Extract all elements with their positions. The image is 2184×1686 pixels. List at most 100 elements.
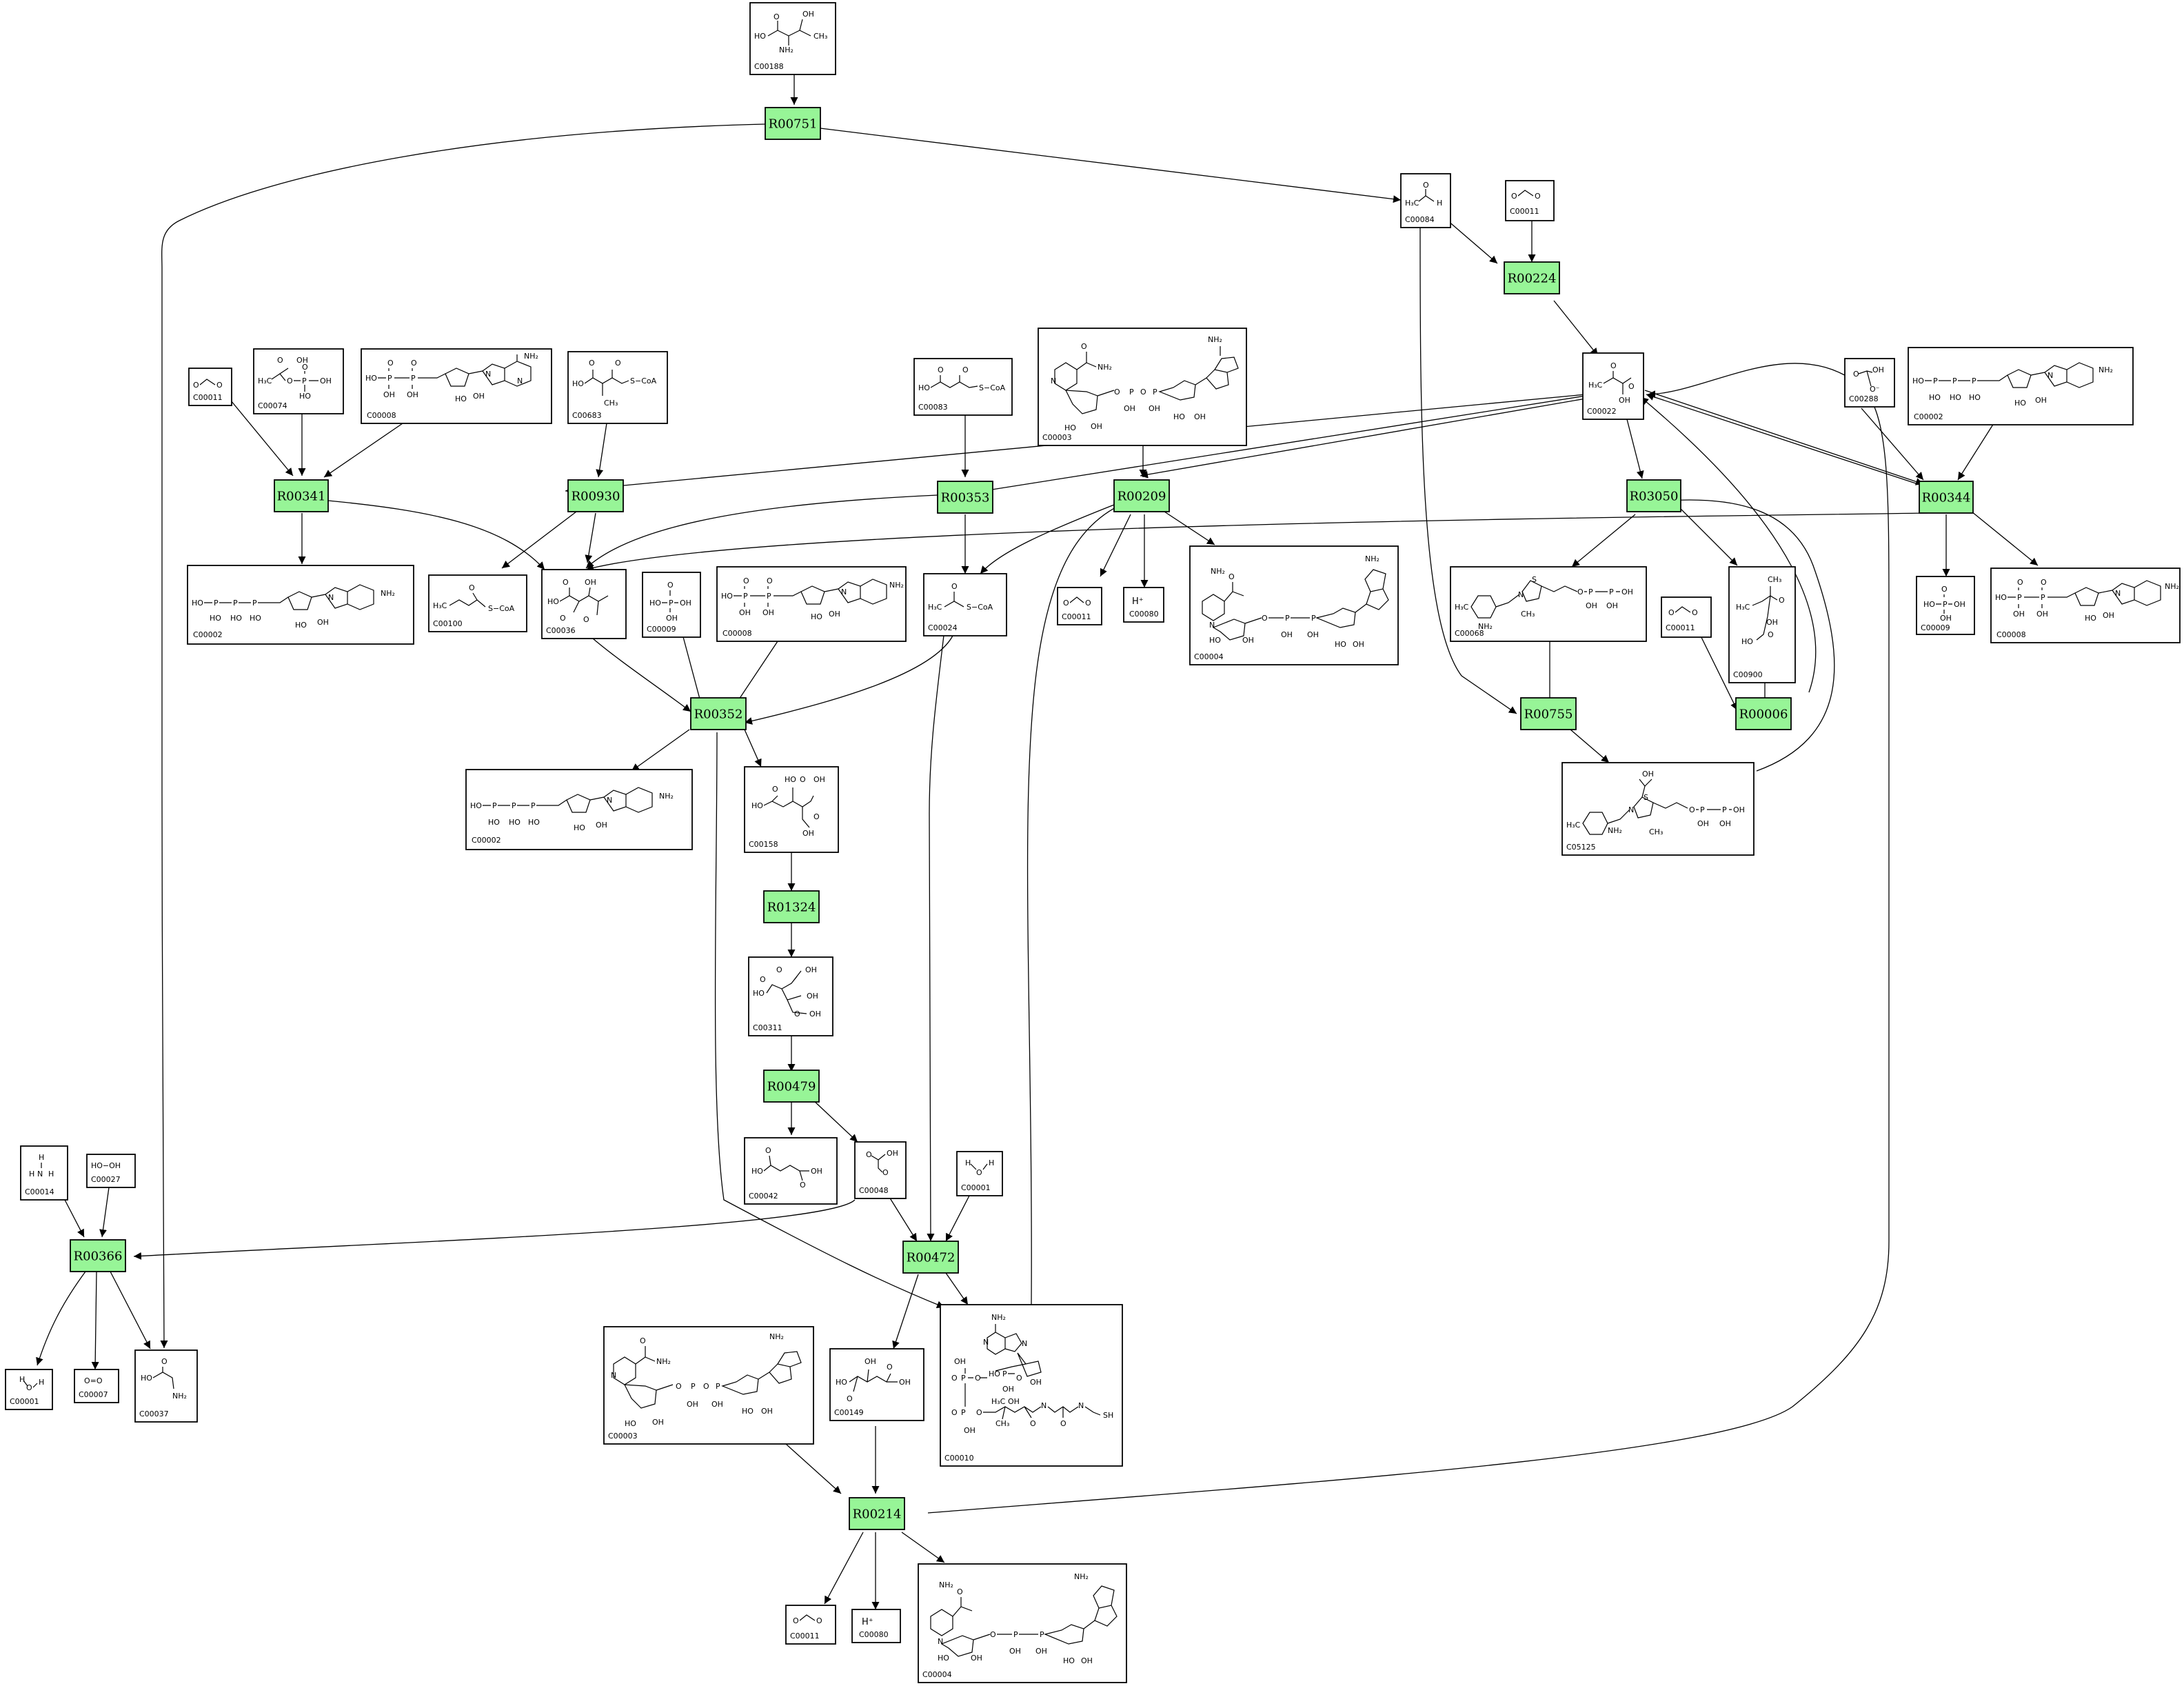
svg-text:HO: HO <box>1209 636 1221 645</box>
reaction-node-R00751[interactable]: R00751 <box>765 107 821 140</box>
compound-node-n22[interactable]: H₃C NH₂ N S CH₃ O P P OH OH OH C00068 <box>1450 566 1647 642</box>
compound-node-n36[interactable]: H H O C00001 <box>5 1369 53 1410</box>
svg-text:OH: OH <box>809 1010 821 1018</box>
compound-node-n41[interactable]: NH₂ N N OH O P O HO P O OH OH O P O OH H… <box>940 1304 1123 1467</box>
compound-node-n1[interactable]: HO O OH NH₂ CH₃ C00188 <box>749 2 836 75</box>
svg-text:P: P <box>492 801 497 810</box>
svg-text:R00755: R00755 <box>1524 707 1573 722</box>
compound-node-n19[interactable]: O O C00011 <box>1057 587 1102 625</box>
svg-text:HO: HO <box>2014 399 2026 408</box>
compound-node-n44[interactable]: O NH₂ N HO OH O P P OH OH HO OH NH₂ C000… <box>918 1563 1127 1683</box>
svg-text:OH: OH <box>762 608 774 617</box>
svg-text:OH: OH <box>813 775 825 784</box>
compound-node-n33[interactable]: HO O OH O C00042 <box>744 1137 838 1205</box>
svg-text:O: O <box>887 1363 893 1372</box>
svg-text:O: O <box>615 359 621 368</box>
svg-text:P: P <box>1013 1630 1018 1639</box>
compound-node-n13[interactable]: HO P P P HO HO HO HO OH N NH₂ C00002 <box>187 565 414 645</box>
reaction-node-R00755[interactable]: R00755 <box>1520 697 1577 730</box>
compound-node-n43[interactable]: H⁺ C00080 <box>851 1609 901 1643</box>
svg-text:HO: HO <box>1929 393 1941 402</box>
svg-text:O: O <box>277 356 283 365</box>
compound-label: C00288 <box>1849 394 1879 403</box>
compound-label: C00014 <box>25 1187 54 1196</box>
svg-text:O: O <box>216 381 223 390</box>
compound-node-n7[interactable]: HO P P OH OH O O HO OH N N NH₂ C00008 <box>361 348 552 424</box>
compound-node-n38[interactable]: O HO NH₂ C00037 <box>134 1349 198 1423</box>
reaction-node-R00341[interactable]: R00341 <box>274 479 329 512</box>
svg-text:OH: OH <box>1194 412 1206 421</box>
reaction-node-R03050[interactable]: R03050 <box>1626 479 1681 512</box>
reaction-node-R00352[interactable]: R00352 <box>690 697 747 730</box>
svg-text:HO: HO <box>785 775 796 784</box>
compound-node-n18[interactable]: H₃C O S−CoA C00024 <box>923 573 1007 636</box>
svg-text:HO: HO <box>141 1374 152 1383</box>
reaction-node-R00930[interactable]: R00930 <box>567 479 624 512</box>
compound-node-n10[interactable]: N O NH₂ HO OH O P O P OH OH HO OH NH₂ C0… <box>1038 328 1247 446</box>
reaction-node-R01324[interactable]: R01324 <box>763 890 820 923</box>
compound-node-n35[interactable]: H H O C00001 <box>956 1151 1003 1196</box>
compound-node-n32[interactable]: HO−OH C00027 <box>86 1154 136 1188</box>
compound-node-n17[interactable]: HO P P OH OH O O HO OH N NH₂ C00008 <box>716 566 907 642</box>
svg-text:OH: OH <box>407 390 418 399</box>
svg-text:O: O <box>1668 608 1675 617</box>
compound-node-n27[interactable]: HO P P P HO HO HO HO OH N NH₂ C00002 <box>465 769 693 850</box>
compound-node-n31[interactable]: H H N H C00014 <box>20 1145 68 1201</box>
reaction-node-R00353[interactable]: R00353 <box>937 481 993 514</box>
compound-node-n4[interactable]: H₃C O O OH C00022 <box>1582 352 1644 420</box>
compound-node-n16[interactable]: O HO P OH OH C00009 <box>642 572 701 638</box>
svg-text:P: P <box>512 801 516 810</box>
compound-node-n20[interactable]: H⁺ C00080 <box>1123 587 1164 623</box>
compound-node-n34[interactable]: O OH O C00048 <box>854 1141 907 1199</box>
compound-node-n2[interactable]: H₃C O H C00084 <box>1400 173 1451 228</box>
compound-node-n29[interactable]: OH H₃C NH₂ N S CH₃ O P P OH OH OH C05125 <box>1561 762 1755 856</box>
compound-node-n42[interactable]: O O C00011 <box>785 1605 836 1645</box>
svg-text:P: P <box>2041 593 2045 602</box>
compound-node-n39[interactable]: N O NH₂ HO OH O P O P OH OH HO OH NH₂ C0… <box>603 1326 814 1445</box>
compound-node-n28[interactable]: HO O OH O HO O OH C00158 <box>744 766 839 853</box>
compound-node-n9[interactable]: HO O O S−CoA C00083 <box>913 358 1013 416</box>
svg-text:H₃C: H₃C <box>258 377 272 385</box>
svg-text:HO: HO <box>1335 640 1346 649</box>
compound-node-n6[interactable]: H₃C O OH O P OH HO O C00074 <box>253 348 344 414</box>
reaction-node-R00006[interactable]: R00006 <box>1735 697 1792 730</box>
compound-node-n26[interactable]: HO P P OH OH O O HO OH N NH₂ C00008 <box>1990 568 2181 643</box>
svg-text:R00472: R00472 <box>907 1251 956 1265</box>
svg-text:HO: HO <box>509 818 520 827</box>
compound-node-n24[interactable]: CH₃ H₃C O OH HO O C00900 <box>1728 566 1796 683</box>
reaction-node-R00479[interactable]: R00479 <box>763 1070 820 1103</box>
svg-text:R00751: R00751 <box>769 117 818 132</box>
svg-text:OH: OH <box>1719 819 1731 828</box>
reaction-node-R00344[interactable]: R00344 <box>1919 481 1974 514</box>
svg-text:R00352: R00352 <box>694 707 743 722</box>
compound-node-n5[interactable]: O O C00011 <box>188 368 232 406</box>
svg-text:P: P <box>2017 593 2022 602</box>
compound-node-n3[interactable]: O O C00011 <box>1505 180 1555 221</box>
compound-node-n37[interactable]: O=O C00007 <box>74 1369 119 1403</box>
svg-text:O: O <box>2017 578 2023 587</box>
compound-node-n40[interactable]: OH HO O OH O C00149 <box>829 1348 924 1421</box>
compound-node-n21[interactable]: O NH₂ N HO OH O P P OH OH HO OH NH₂ C000… <box>1189 545 1399 665</box>
compound-node-n23[interactable]: O O C00011 <box>1661 596 1712 638</box>
reaction-node-R00214[interactable]: R00214 <box>849 1497 905 1530</box>
reaction-node-R00209[interactable]: R00209 <box>1113 479 1170 512</box>
compound-node-n12[interactable]: HO P P P HO HO HO HO OH N NH₂ C00002 <box>1908 347 2134 425</box>
compound-node-n11[interactable]: O OH O⁻ C00288 <box>1844 358 1895 408</box>
svg-text:N: N <box>841 588 847 596</box>
svg-text:NH₂: NH₂ <box>172 1392 187 1401</box>
svg-text:HO: HO <box>625 1419 636 1428</box>
svg-text:NH₂: NH₂ <box>939 1580 953 1589</box>
compound-node-n25[interactable]: O HO P OH OH C00009 <box>1916 576 1975 635</box>
compound-node-n30[interactable]: O OH HO O OH O OH C00311 <box>748 956 833 1036</box>
reaction-node-R00224[interactable]: R00224 <box>1504 261 1560 294</box>
compound-node-n8[interactable]: HO O O S−CoA CH₃ C00683 <box>567 351 668 424</box>
compound-node-n14[interactable]: H₃C O S−CoA C00100 <box>428 574 527 632</box>
compound-node-n15[interactable]: HO O OH O O C00036 <box>541 569 627 639</box>
svg-text:O: O <box>1228 572 1235 581</box>
reaction-node-R00472[interactable]: R00472 <box>902 1241 959 1274</box>
reaction-node-R00366[interactable]: R00366 <box>70 1239 126 1272</box>
svg-text:HO: HO <box>2085 614 2096 623</box>
svg-text:HO: HO <box>1912 377 1924 385</box>
svg-text:O: O <box>703 1382 709 1391</box>
svg-text:O: O <box>640 1336 646 1345</box>
